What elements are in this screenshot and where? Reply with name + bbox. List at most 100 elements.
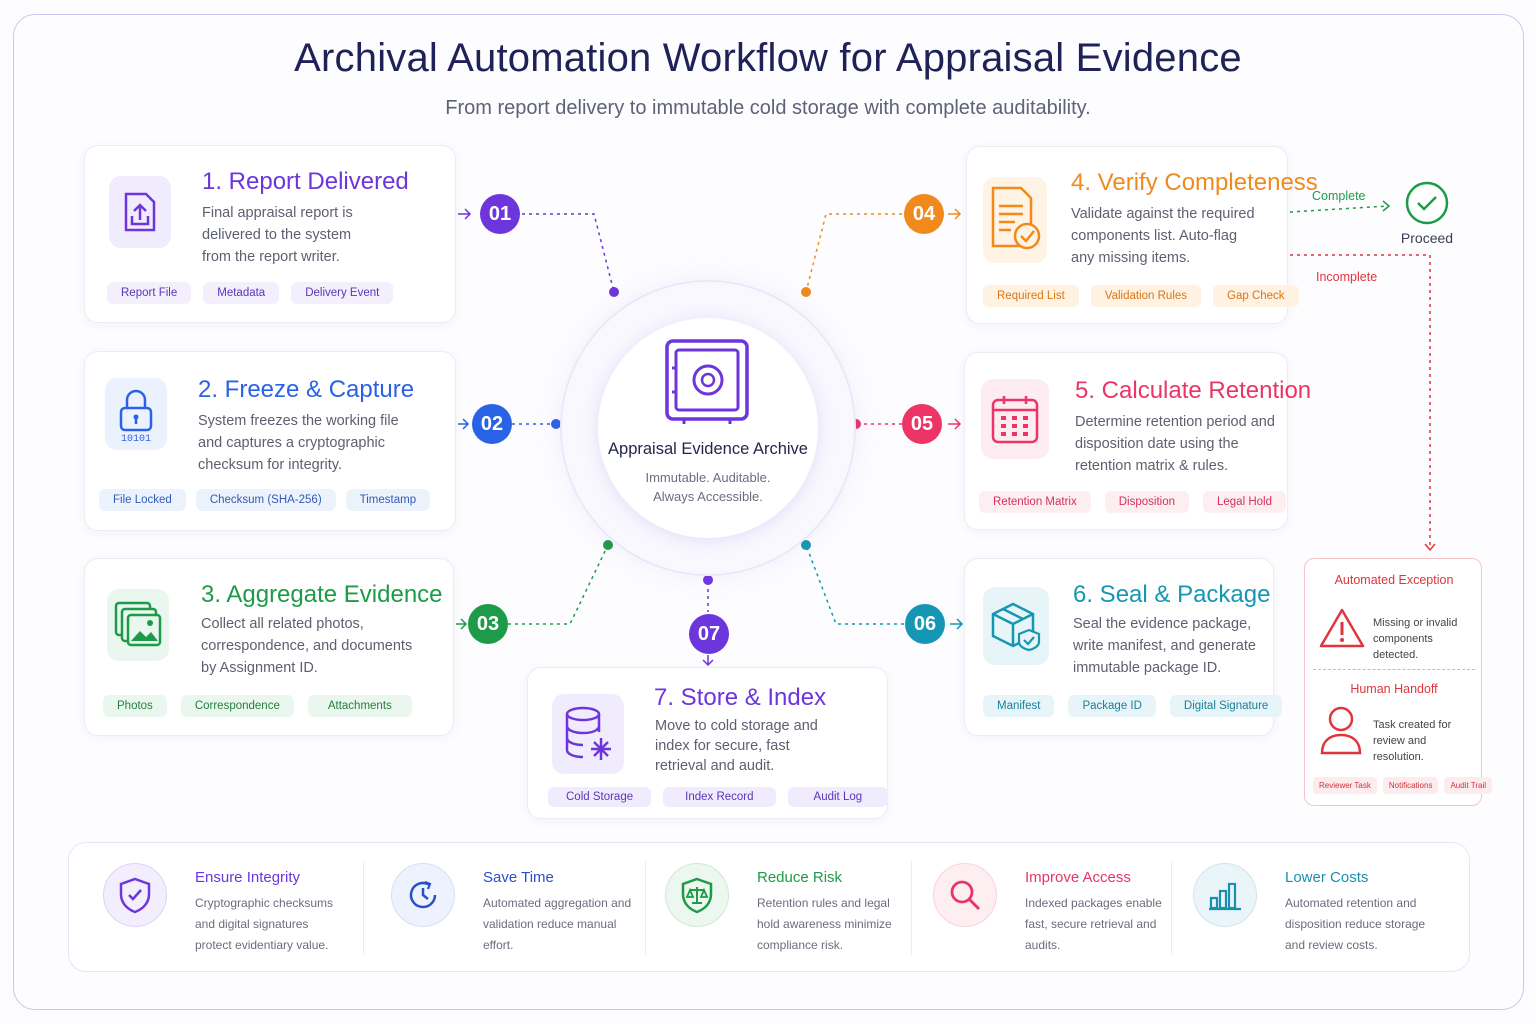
tag: Validation Rules (1090, 285, 1202, 307)
package-icon (983, 587, 1049, 665)
tag: Correspondence (180, 695, 294, 717)
benefit-save-time: Save Time Automated aggregation and vali… (357, 843, 645, 973)
lock-icon: 10101 (105, 378, 167, 450)
step-card-report-delivered[interactable]: 1. Report Delivered Final appraisal repo… (84, 145, 456, 323)
vault-icon (665, 339, 749, 424)
step-title: 2. Freeze & Capture (198, 376, 415, 403)
warning-icon (1319, 608, 1365, 648)
step-number-04: 04 (904, 194, 944, 234)
exception-title: Automated Exception (1334, 573, 1454, 587)
step-card-calculate-retention[interactable]: 5. Calculate Retention Determine retenti… (964, 352, 1311, 530)
shield-check-icon (103, 863, 167, 927)
tag: Disposition (1104, 491, 1189, 513)
tag: Attachments (307, 695, 412, 717)
archive-subtitle-line2: Always Accessible. (653, 489, 763, 504)
divider (363, 861, 364, 955)
tag: Metadata (203, 282, 280, 304)
tag: Gap Check (1213, 285, 1299, 307)
calendar-icon (981, 379, 1049, 459)
benefit-ensure-integrity: Ensure Integrity Cryptographic checksums… (69, 843, 363, 973)
check-circle-icon (1405, 181, 1449, 225)
tag: Delivery Event (291, 282, 394, 304)
divider (645, 861, 646, 955)
tag: Notifications (1382, 777, 1439, 794)
search-icon (933, 863, 997, 927)
tag: Legal Hold (1202, 491, 1286, 513)
step-title: 3. Aggregate Evidence (201, 581, 443, 608)
incomplete-label: Incomplete (1316, 270, 1378, 284)
benefit-description: Indexed packages enable fast, secure ret… (1025, 896, 1162, 952)
tag: Digital Signature (1169, 695, 1283, 717)
tag: Photos (103, 695, 167, 717)
step-title: 4. Verify Completeness (1071, 169, 1318, 196)
benefit-title: Lower Costs (1285, 869, 1369, 886)
step-tags: Cold Storage Index Record Audit Log (548, 787, 889, 807)
divider (1171, 861, 1172, 955)
tag: Index Record (663, 787, 776, 807)
step-number-03: 03 (468, 604, 508, 644)
benefit-title: Ensure Integrity (195, 869, 301, 886)
benefit-lower-costs: Lower Costs Automated retention and disp… (1159, 843, 1459, 973)
divider (911, 861, 912, 955)
lock-code: 10101 (121, 434, 151, 442)
exception-tags: Reviewer Task Notifications Audit Trail (1313, 777, 1493, 794)
step-description: Seal the evidence package,write manifest… (1073, 616, 1256, 676)
archive-subtitle-line1: Immutable. Auditable. (645, 470, 771, 485)
step-title: 7. Store & Index (654, 684, 827, 711)
tag: Audit Log (787, 787, 889, 807)
tag: Audit Trail (1444, 777, 1493, 794)
step-card-verify-completeness[interactable]: 4. Verify Completeness Validate against … (966, 146, 1318, 324)
tag: Cold Storage (548, 787, 652, 807)
step-number-05: 05 (902, 404, 942, 444)
step-tags: Manifest Package ID Digital Signature (983, 695, 1283, 717)
benefit-description: Cryptographic checksums and digital sign… (195, 896, 334, 952)
benefit-description: Automated retention and disposition redu… (1285, 896, 1426, 952)
benefit-description: Automated aggregation and validation red… (483, 896, 632, 952)
archive-title: Appraisal Evidence Archive (608, 440, 808, 458)
benefit-title: Save Time (483, 869, 554, 886)
upload-file-icon (109, 176, 171, 248)
page-subtitle: From report delivery to immutable cold s… (445, 97, 1091, 119)
benefits-bar: Ensure Integrity Cryptographic checksums… (68, 842, 1470, 972)
step-title: 1. Report Delivered (202, 168, 409, 195)
step-tags: Required List Validation Rules Gap Check (983, 285, 1299, 307)
step-card-store-index[interactable]: 7. Store & Index Move to cold storage an… (527, 667, 889, 819)
scale-shield-icon (665, 863, 729, 927)
step-tags: Retention Matrix Disposition Legal Hold (979, 491, 1286, 513)
tag: Checksum (SHA-256) (195, 489, 336, 511)
step-tags: File Locked Checksum (SHA-256) Timestamp (99, 489, 431, 511)
tag: Report File (107, 282, 192, 304)
exception-description: Missing or invalid components detected. (1373, 617, 1458, 661)
step-number-07: 07 (689, 614, 729, 654)
step-card-freeze-capture[interactable]: 10101 2. Freeze & Capture System freezes… (84, 351, 456, 531)
exception-panel[interactable]: Automated Exception Missing or invalid c… (1304, 558, 1493, 806)
divider (1313, 669, 1475, 670)
step-title: 6. Seal & Package (1073, 581, 1271, 608)
tag: Retention Matrix (979, 491, 1091, 513)
benefit-improve-access: Improve Access Indexed packages enable f… (899, 843, 1169, 973)
archive-subtitle: Immutable. Auditable. Always Accessible. (598, 468, 818, 506)
proceed-label: Proceed (1400, 230, 1454, 246)
tag: Reviewer Task (1313, 777, 1377, 794)
clock-icon (391, 863, 455, 927)
step-tags: Photos Correspondence Attachments (103, 695, 412, 717)
step-number-06: 06 (905, 604, 945, 644)
tag: Required List (983, 285, 1079, 307)
tag: Manifest (983, 695, 1055, 717)
photos-icon (107, 589, 169, 661)
step-number-01: 01 (480, 194, 520, 234)
tag: Timestamp (345, 489, 431, 511)
step-card-seal-package[interactable]: 6. Seal & Package Seal the evidence pack… (964, 558, 1283, 736)
benefit-title: Improve Access (1025, 869, 1131, 886)
page-title: Archival Automation Workflow for Apprais… (294, 36, 1242, 80)
benefit-description: Retention rules and legal hold awareness… (757, 896, 892, 952)
step-card-aggregate-evidence[interactable]: 3. Aggregate Evidence Collect all relate… (84, 558, 454, 736)
checklist-icon (983, 177, 1047, 263)
step-number-02: 02 (472, 404, 512, 444)
